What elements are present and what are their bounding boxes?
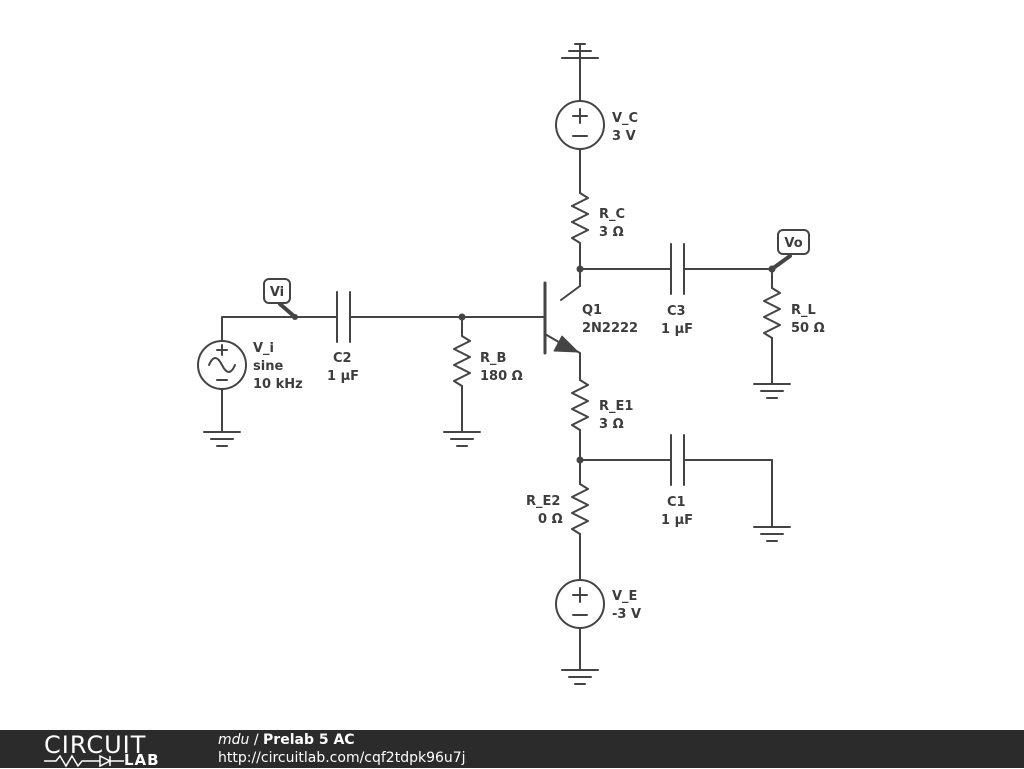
- wire-c3-rl: [683, 268, 773, 289]
- re2-value: 0 Ω: [538, 512, 563, 527]
- ground-rl: [753, 383, 791, 399]
- circuit-schematic: V_C 3 V R_C 3 Ω C3 1 µF R_L 50 Ω Vo Q1 2…: [197, 43, 825, 685]
- voltage-source-vi[interactable]: [197, 340, 247, 390]
- author-link[interactable]: mdu: [218, 732, 250, 748]
- ve-value: -3 V: [612, 607, 641, 622]
- junction-emitter: [576, 456, 584, 464]
- capacitor-c3[interactable]: [670, 243, 685, 295]
- ground-c1: [753, 526, 791, 542]
- title-separator: /: [249, 732, 264, 748]
- circuit-title[interactable]: Prelab 5 AC: [263, 732, 355, 748]
- circuitlab-logo-top: CIRCUIT: [44, 731, 147, 759]
- circuitlab-logo-bottom: LAB: [124, 751, 160, 769]
- wire-input-top: [221, 316, 338, 342]
- capacitor-c1[interactable]: [670, 434, 685, 486]
- rl-name: R_L: [791, 303, 816, 318]
- vc-name: V_C: [612, 111, 638, 126]
- junction-collector: [576, 265, 584, 273]
- vi-value: 10 kHz: [253, 377, 303, 392]
- footer-bar: CIRCUIT LAB mdu / Prelab 5 AC http://cir…: [0, 730, 1024, 769]
- ve-name: V_E: [612, 589, 637, 604]
- vi-name: V_i: [253, 341, 274, 356]
- resistor-rb[interactable]: [453, 335, 471, 387]
- rc-value: 3 Ω: [599, 225, 624, 240]
- ground-top: [561, 43, 599, 59]
- resistor-re1[interactable]: [571, 379, 589, 431]
- probe-vi[interactable]: Vi: [263, 278, 297, 319]
- rl-value: 50 Ω: [791, 321, 825, 336]
- circuitlab-logo-wave-icon: [44, 754, 124, 768]
- junction-input: [292, 314, 298, 320]
- capacitor-c2[interactable]: [336, 291, 351, 343]
- vc-value: 3 V: [612, 129, 636, 144]
- voltage-source-ve[interactable]: [555, 579, 605, 629]
- resistor-rl[interactable]: [763, 287, 781, 339]
- c3-value: 1 µF: [661, 322, 693, 337]
- ground-vi: [203, 431, 241, 447]
- re1-value: 3 Ω: [599, 417, 624, 432]
- probe-vi-label: Vi: [270, 285, 284, 300]
- c1-value: 1 µF: [661, 513, 693, 528]
- resistor-rc[interactable]: [571, 192, 589, 244]
- c3-name: C3: [667, 304, 686, 319]
- c2-value: 1 µF: [327, 369, 359, 384]
- re1-name: R_E1: [599, 399, 633, 414]
- q1-value: 2N2222: [582, 321, 638, 336]
- resistor-re2[interactable]: [571, 483, 589, 535]
- re2-name: R_E2: [526, 494, 560, 509]
- transistor-q1[interactable]: [543, 281, 581, 381]
- circuit-url[interactable]: http://circuitlab.com/cqf2tdpk96u7j: [218, 750, 466, 766]
- rb-name: R_B: [480, 351, 506, 366]
- circuit-title-line: mdu / Prelab 5 AC: [218, 732, 355, 748]
- probe-vo-label: Vo: [784, 236, 802, 251]
- wire-rc-collector: [560, 242, 581, 301]
- junction-output: [768, 265, 776, 273]
- ground-rb: [443, 431, 481, 447]
- wire-c1-gnd: [683, 459, 773, 528]
- voltage-source-vc[interactable]: [555, 100, 605, 150]
- c2-name: C2: [333, 351, 352, 366]
- rc-name: R_C: [599, 207, 625, 222]
- q1-name: Q1: [582, 303, 602, 318]
- vi-type: sine: [253, 359, 283, 374]
- c1-name: C1: [667, 495, 686, 510]
- probe-vo[interactable]: Vo: [770, 229, 810, 271]
- ground-ve: [561, 669, 599, 685]
- rb-value: 180 Ω: [480, 369, 523, 384]
- junction-base: [458, 313, 466, 321]
